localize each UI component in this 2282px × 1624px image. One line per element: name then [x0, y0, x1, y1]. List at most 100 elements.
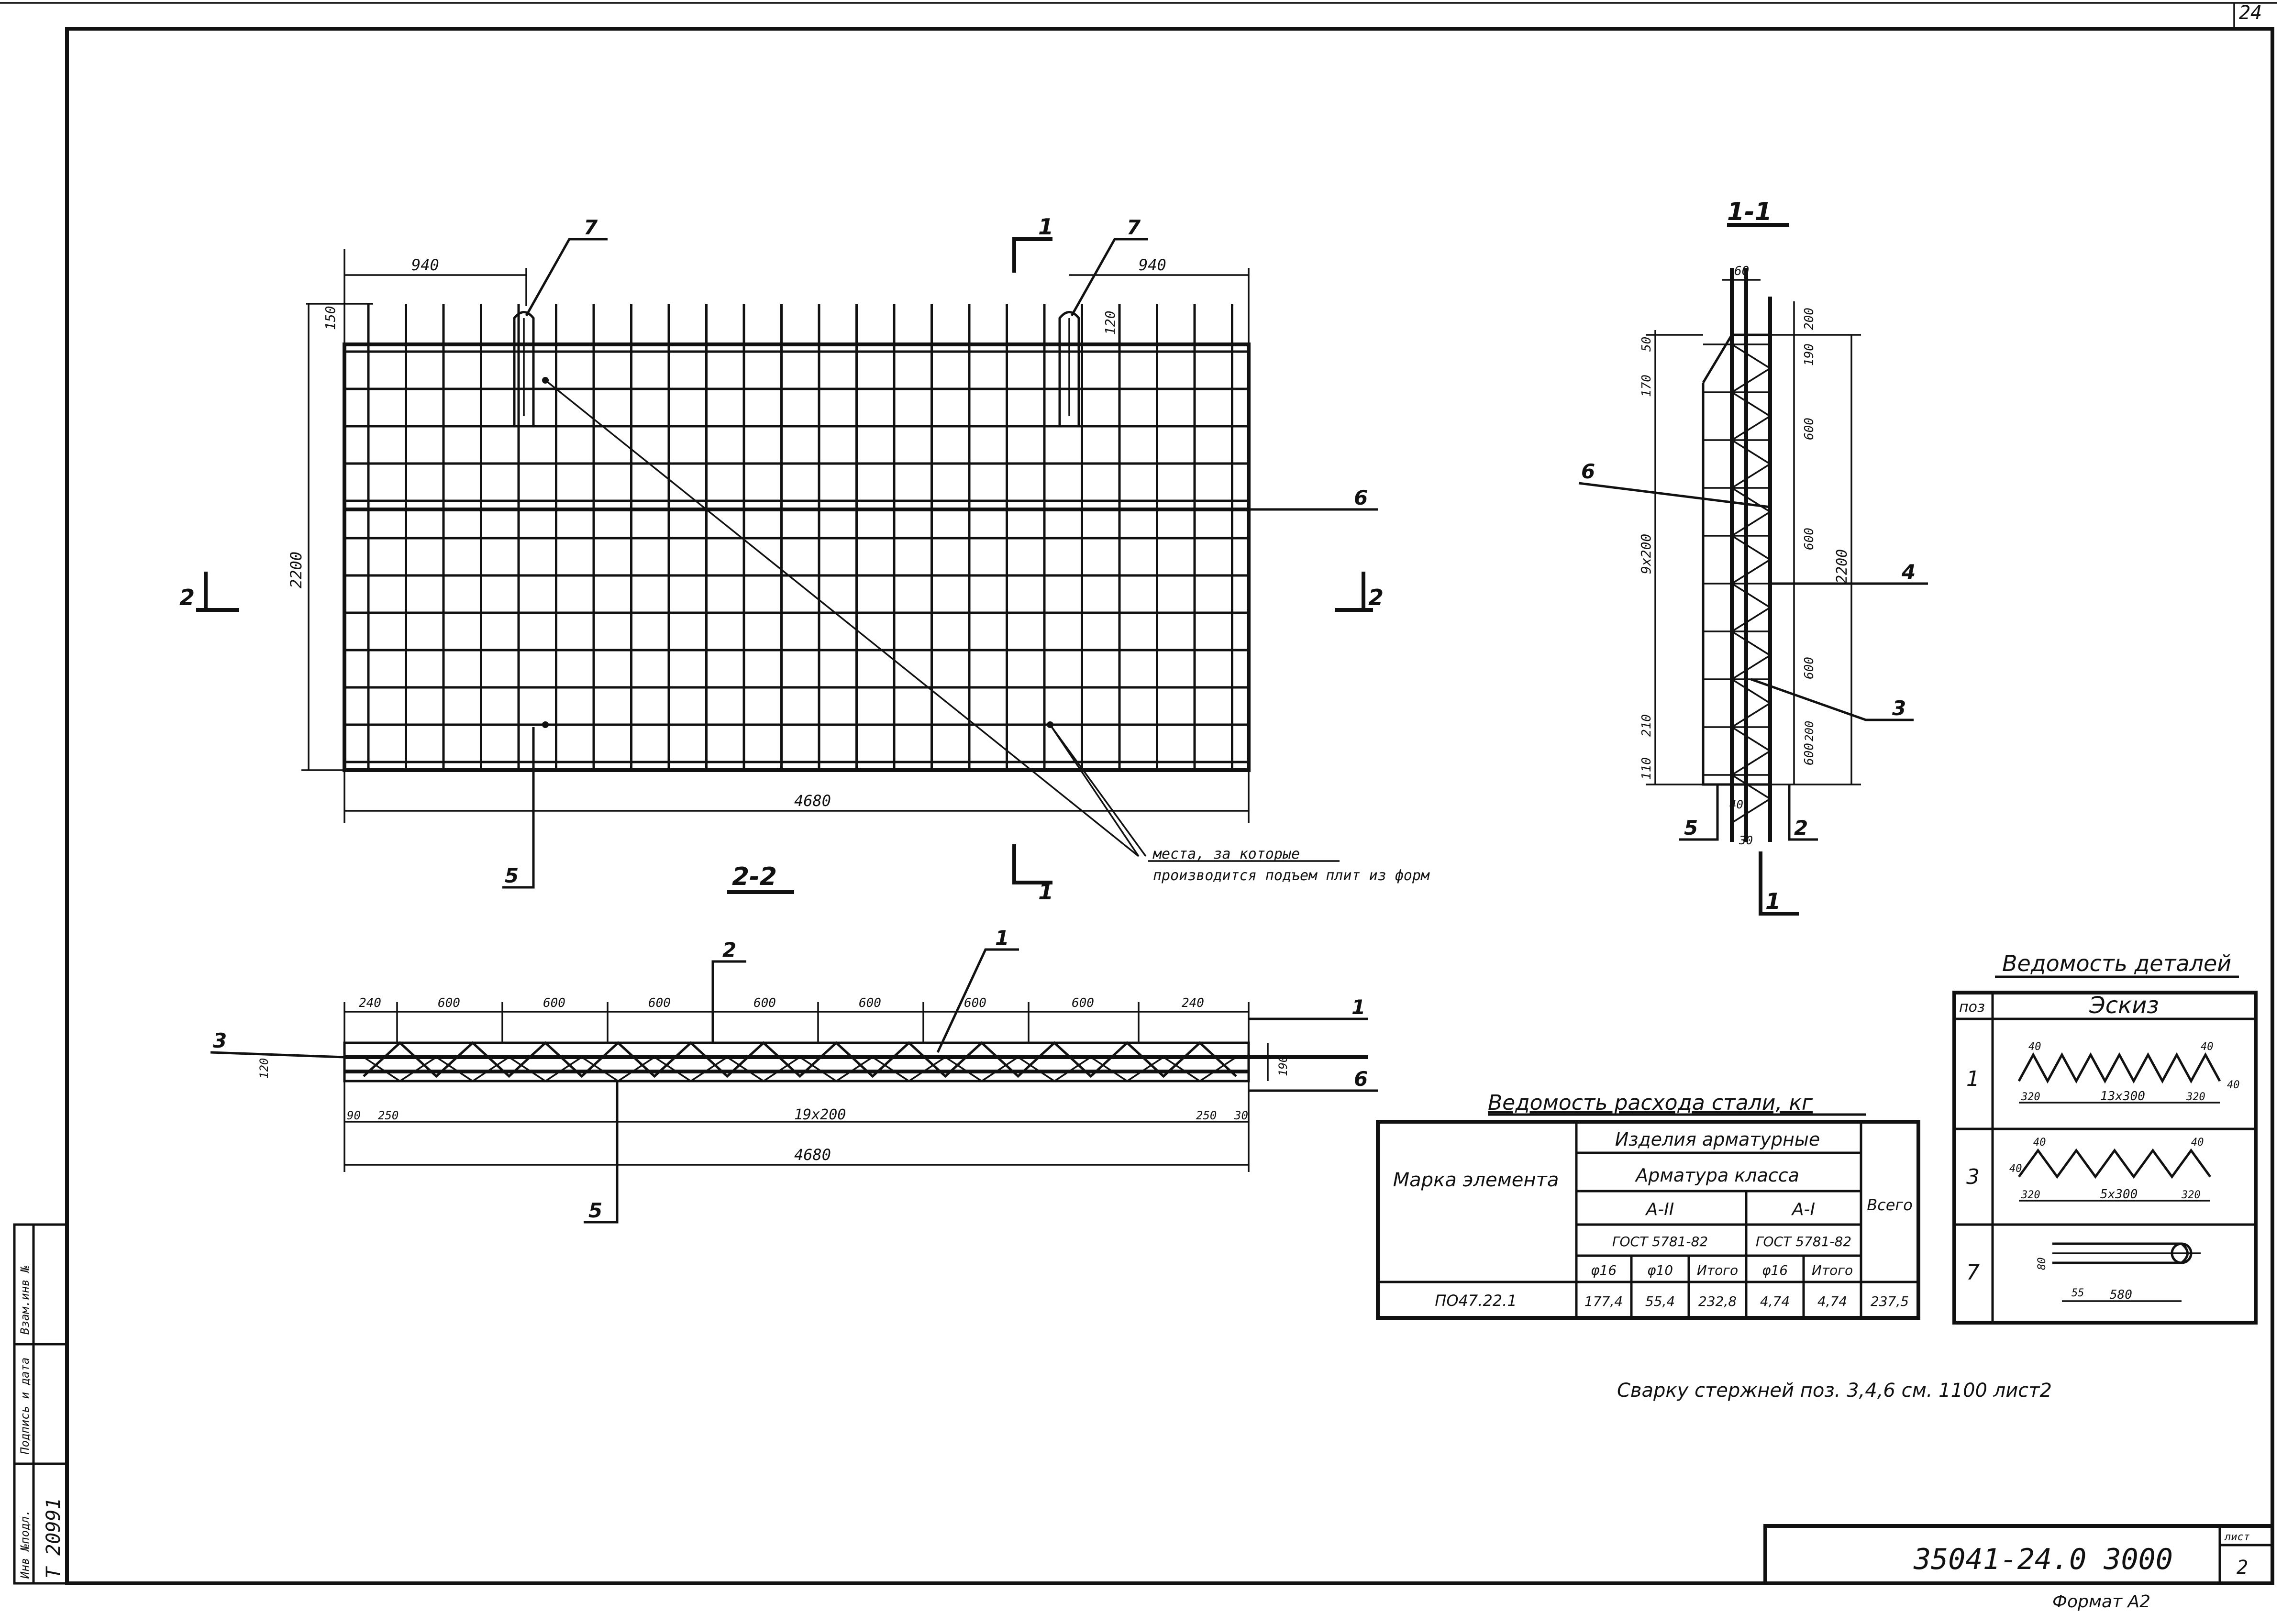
s3d-40c: 40: [2191, 1137, 2204, 1149]
welding-note: Сварку стержней поз. 3,4,6 см. 1100 лист…: [1617, 1380, 2052, 1402]
section-2-2-truss: [363, 1041, 1237, 1083]
plan-callout-7-left: 7: [584, 216, 598, 239]
lifting-loop-right: [1058, 311, 1080, 426]
truss-diagonal: [1731, 607, 1771, 632]
s3d-40b: 40: [2009, 1163, 2022, 1175]
section-1-1-bars: [1703, 343, 1771, 824]
s2-callout-1-right: 1: [1351, 995, 1365, 1019]
details-pos-1: 1: [1966, 1067, 1980, 1091]
s1d-40b: 40: [2201, 1041, 2214, 1053]
steel-gost-a1: ГОСТ 5781-82: [1756, 1234, 1851, 1249]
steel-table-title: Ведомость расхода стали, кг: [1488, 1091, 1813, 1115]
truss-diagonal: [1731, 702, 1771, 728]
steel-subheader: φ16: [1762, 1262, 1788, 1278]
s2-dim-120: 120: [257, 1058, 271, 1079]
s2-top-dim: 600: [753, 996, 776, 1010]
side-stamp: Взам.инв № Подпись и дата Инв №подл. Т 2…: [13, 1223, 68, 1585]
plan-view: 940 940 150 120 2200 4680 7 7 6 5 2 2 1 …: [179, 214, 1430, 905]
s2-top-dim: 600: [438, 996, 460, 1010]
title-block: лист 2 35041-24.0 3000 Формат А2: [1763, 1524, 2274, 1612]
truss-diagonal: [1731, 678, 1771, 704]
truss-diagonal: [1731, 511, 1771, 537]
steel-subheader: Итого: [1697, 1262, 1738, 1278]
plan-dim-150: 150: [322, 306, 338, 330]
plan-dim-2200: 2200: [287, 552, 305, 588]
s3d-5x300: 5x300: [2100, 1187, 2138, 1202]
stamp-inv: Инв №подл.: [18, 1510, 32, 1580]
s2-top-dim: 240: [359, 996, 381, 1010]
steel-table: Ведомость расхода стали, кг Марка элемен…: [1376, 1091, 1920, 1320]
s1d-320r: 320: [2186, 1091, 2205, 1103]
lift-note-line2: производится подъем плит из форм: [1153, 867, 1430, 884]
lifting-loop-left: [513, 311, 535, 426]
truss-diagonal: [1731, 798, 1771, 824]
steel-col-mark: Марка элемента: [1393, 1169, 1559, 1191]
sheet-format: Формат А2: [2052, 1592, 2150, 1612]
plan-section-2-right: 2: [1368, 585, 1384, 610]
s2-callout-5: 5: [588, 1199, 602, 1222]
truss-top-chord-zigzag: [363, 1041, 1237, 1078]
plan-callout-6: 6: [1354, 486, 1368, 509]
s1-dim-200-top: 200: [1802, 308, 1817, 330]
truss-diagonal: [1731, 654, 1771, 680]
s1-dim-200-low: 200: [1803, 721, 1816, 741]
s7d-80: 80: [2036, 1258, 2048, 1270]
s7d-580: 580: [2110, 1288, 2132, 1302]
truss-diagonal: [1731, 774, 1771, 800]
steel-value: 177,4: [1584, 1293, 1623, 1309]
s2-top-dim: 600: [543, 996, 565, 1010]
truss-diagonal: [1731, 535, 1771, 561]
s7d-55: 55: [2072, 1287, 2084, 1299]
s3d-40a: 40: [2033, 1137, 2046, 1149]
s2-top-dim: 600: [1072, 996, 1094, 1010]
steel-class-a1: А-I: [1791, 1200, 1815, 1219]
truss-diagonal: [1731, 391, 1771, 417]
truss-diagonal: [1731, 559, 1771, 585]
steel-col-products: Изделия арматурные: [1615, 1129, 1820, 1150]
doc-code: 35041-24.0 3000: [1913, 1543, 2173, 1576]
truss-diagonal: [1731, 487, 1771, 513]
steel-value: 55,4: [1645, 1293, 1675, 1309]
s1d-40c: 40: [2227, 1079, 2240, 1091]
s1-dim-30: 30: [1739, 834, 1753, 847]
s1-dim-60: 60: [1734, 264, 1749, 278]
steel-col-total: Всего: [1867, 1196, 1913, 1214]
s2-dim-30: 30: [1234, 1109, 1248, 1122]
truss-diagonal: [1731, 750, 1771, 776]
s2-callout-6: 6: [1354, 1067, 1368, 1091]
details-col-sketch: Эскиз: [2089, 992, 2159, 1019]
plan-section-1-top: 1: [1038, 214, 1053, 240]
details-table-title: Ведомость деталей: [2002, 950, 2231, 976]
s1-dim-600-a: 600: [1802, 418, 1817, 440]
truss-diagonal: [1731, 463, 1771, 489]
truss-diagonal: [1731, 343, 1771, 369]
s2-callout-2: 2: [722, 938, 736, 961]
s2-top-dim: 240: [1182, 996, 1204, 1010]
truss-diagonal: [1731, 415, 1771, 441]
truss-bottom-zigzag: [363, 1056, 1237, 1083]
s2-top-dim: 600: [859, 996, 881, 1010]
steel-subheader: φ16: [1591, 1262, 1617, 1278]
sketch-pos-1: 40 320 13x300 320 40 40: [2017, 1041, 2240, 1104]
section-2-2-title: 2-2: [732, 862, 777, 891]
s3d-320r: 320: [2181, 1189, 2201, 1201]
s1-callout-6: 6: [1581, 460, 1595, 483]
stamp-replace: Взам.инв №: [18, 1266, 32, 1335]
plan-section-1-bottom: 1: [1038, 879, 1053, 905]
steel-col-class: Арматура класса: [1634, 1165, 1799, 1186]
lift-note-line1: места, за которые: [1152, 846, 1300, 862]
s2-top-dim: 600: [648, 996, 671, 1010]
sketch-pos-7: 80 55 580: [2036, 1242, 2201, 1302]
s2-dim-250-r: 250: [1196, 1109, 1217, 1122]
stamp-sign: Подпись и дата: [18, 1358, 32, 1455]
s1-dim-2200: 2200: [1834, 549, 1850, 584]
s1d-320: 320: [2021, 1091, 2040, 1103]
s3d-320: 320: [2021, 1189, 2040, 1201]
s1-callout-4: 4: [1901, 560, 1916, 584]
page-number: 24: [2239, 2, 2262, 24]
section-1-1-title: 1-1: [1727, 198, 1772, 226]
plan-dim-120: 120: [1102, 310, 1118, 335]
